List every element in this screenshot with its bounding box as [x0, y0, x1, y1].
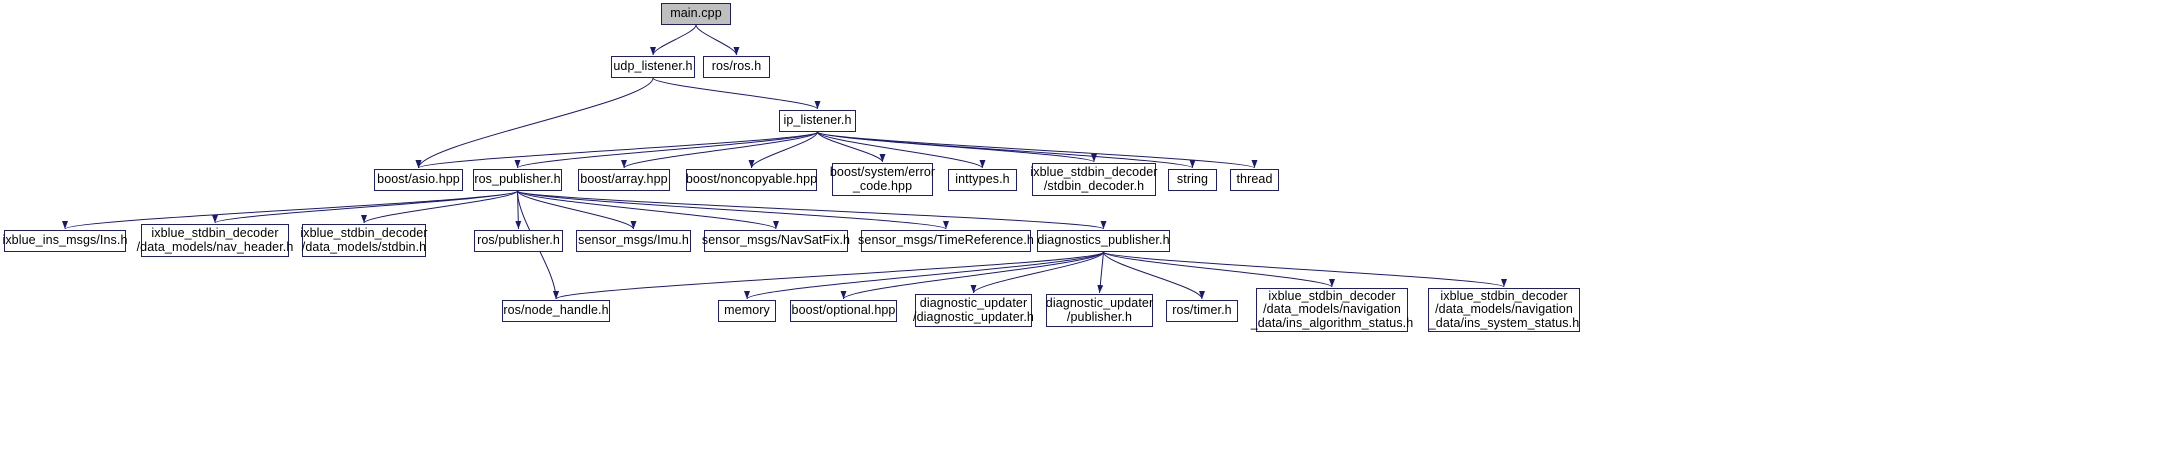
graph-node-node_handle[interactable]: ros/node_handle.h — [502, 300, 610, 322]
edge-ip_listener-to-boost_noncopy — [748, 131, 818, 169]
graph-node-main[interactable]: main.cpp — [661, 3, 731, 25]
edge-ros_publisher-to-nav_header — [212, 190, 518, 224]
graph-node-nav_header[interactable]: ixblue_stdbin_decoder /data_models/nav_h… — [137, 224, 293, 257]
graph-node-ros_timer[interactable]: ros/timer.h — [1166, 300, 1238, 322]
edge-ros_publisher-to-sensor_timeref — [517, 190, 949, 230]
edge-ros_publisher-to-stdbin_h — [361, 190, 518, 224]
edge-ip_listener-to-ros_publisher — [514, 131, 818, 169]
edge-diag_publisher-to-memory — [744, 251, 1104, 300]
edge-ip_listener-to-boost_syserr — [817, 131, 886, 163]
graph-node-boost_asio[interactable]: boost/asio.hpp — [374, 169, 463, 191]
edge-diag_publisher-to-ins_algo_status — [1103, 251, 1335, 288]
graph-node-boost_syserr[interactable]: boost/system/error _code.hpp — [830, 163, 935, 196]
graph-node-ros_publisher[interactable]: ros_publisher.h — [473, 169, 562, 191]
graph-node-boost_array[interactable]: boost/array.hpp — [578, 169, 670, 191]
graph-node-ins_msgs_ins[interactable]: ixblue_ins_msgs/Ins.h — [2, 230, 127, 252]
edge-diag_publisher-to-diag_upd_pub — [1097, 251, 1104, 294]
graph-node-ins_algo_status[interactable]: ixblue_stdbin_decoder /data_models/navig… — [1251, 288, 1413, 332]
graph-node-udp_listener[interactable]: udp_listener.h — [611, 56, 695, 78]
graph-node-string[interactable]: string — [1168, 169, 1217, 191]
edge-ros_publisher-to-diag_publisher — [517, 190, 1107, 230]
graph-node-ins_sys_status[interactable]: ixblue_stdbin_decoder /data_models/navig… — [1428, 288, 1580, 332]
edge-ros_publisher-to-sensor_navsat — [517, 190, 779, 230]
graph-node-boost_noncopy[interactable]: boost/noncopyable.hpp — [686, 169, 817, 191]
edge-udp_listener-to-ip_listener — [652, 77, 821, 110]
graph-node-thread[interactable]: thread — [1230, 169, 1279, 191]
graph-node-ros_ros[interactable]: ros/ros.h — [703, 56, 770, 78]
graph-node-boost_optional[interactable]: boost/optional.hpp — [790, 300, 897, 322]
edge-diag_publisher-to-boost_optional — [840, 251, 1104, 300]
edge-diag_publisher-to-node_handle — [553, 251, 1104, 300]
edge-ip_listener-to-boost_array — [621, 131, 818, 169]
graph-node-sensor_imu[interactable]: sensor_msgs/Imu.h — [576, 230, 691, 252]
edge-ros_publisher-to-ros_publisher_h — [515, 190, 522, 230]
graph-node-ros_publisher_h[interactable]: ros/publisher.h — [474, 230, 563, 252]
edge-diag_publisher-to-diag_updater — [970, 251, 1104, 294]
graph-node-memory[interactable]: memory — [718, 300, 776, 322]
graph-node-stdbin_decoder[interactable]: ixblue_stdbin_decoder /stdbin_decoder.h — [1030, 163, 1158, 196]
edge-ros_publisher-to-sensor_imu — [517, 190, 637, 230]
edge-ip_listener-to-stdbin_decoder — [817, 131, 1097, 163]
graph-node-diag_updater[interactable]: diagnostic_updater /diagnostic_updater.h — [913, 294, 1034, 327]
graph-node-sensor_navsat[interactable]: sensor_msgs/NavSatFix.h — [702, 230, 850, 252]
graph-node-diag_upd_pub[interactable]: diagnostic_updater /publisher.h — [1046, 294, 1153, 327]
graph-node-sensor_timeref[interactable]: sensor_msgs/TimeReference.h — [858, 230, 1034, 252]
edge-udp_listener-to-boost_asio — [415, 77, 654, 169]
edge-ros_publisher-to-ins_msgs_ins — [62, 190, 518, 230]
graph-node-diag_publisher[interactable]: diagnostics_publisher.h — [1037, 230, 1170, 252]
graph-node-ip_listener[interactable]: ip_listener.h — [779, 110, 856, 132]
edge-main-to-ros_ros — [695, 24, 740, 56]
edge-ip_listener-to-boost_asio — [415, 131, 818, 169]
graph-node-inttypes[interactable]: inttypes.h — [948, 169, 1017, 191]
edge-diag_publisher-to-ins_sys_status — [1103, 251, 1507, 288]
edge-main-to-udp_listener — [650, 24, 697, 56]
edge-diag_publisher-to-ros_timer — [1103, 251, 1205, 300]
graph-node-stdbin_h[interactable]: ixblue_stdbin_decoder /data_models/stdbi… — [300, 224, 428, 257]
